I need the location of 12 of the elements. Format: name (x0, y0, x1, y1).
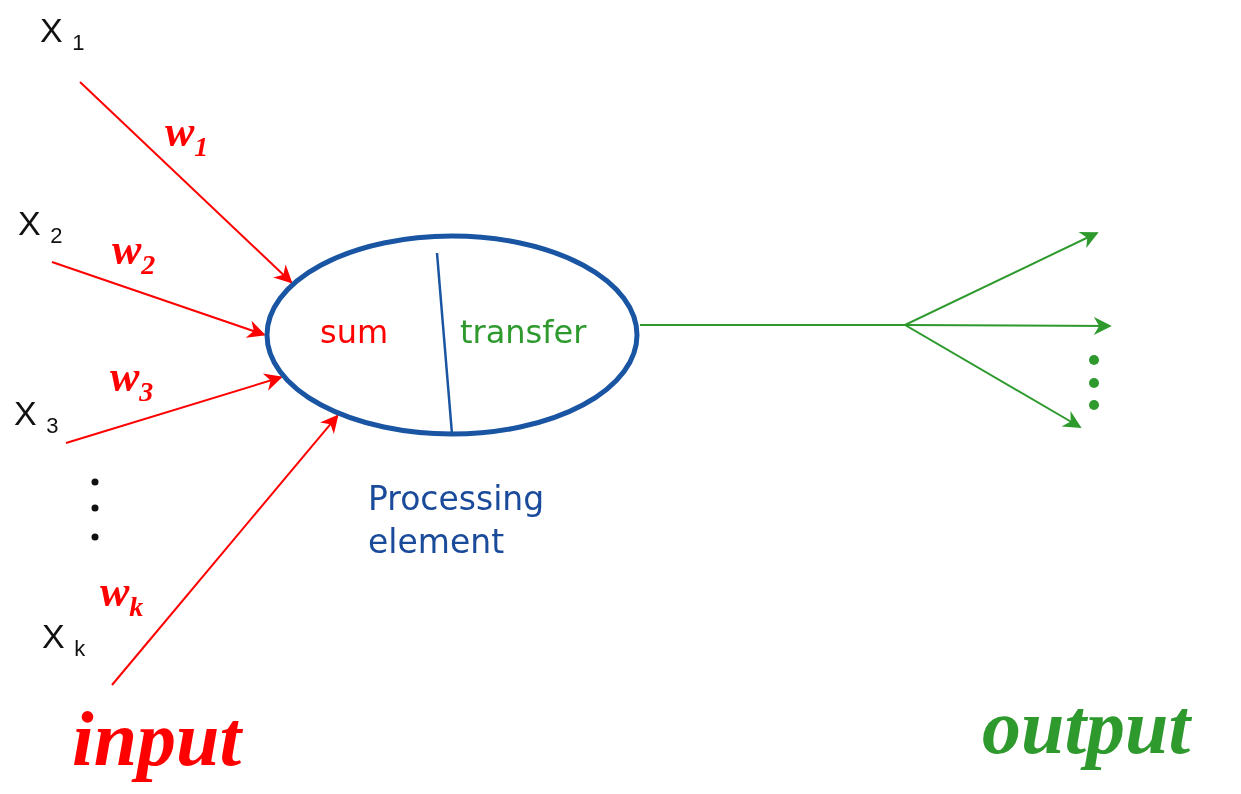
sum-label: sum (320, 315, 389, 351)
input-variable-label: X $_{2}$ (18, 205, 63, 248)
arrow (51, 261, 266, 338)
input-variable-label: X $_{k}$ (42, 618, 86, 661)
arrow (65, 373, 283, 444)
node-label: Processing element (368, 478, 546, 563)
transfer-label: transfer (460, 315, 587, 351)
input-variable-label: X $_{3}$ (14, 395, 59, 438)
arrow (79, 81, 293, 284)
arrow (111, 414, 339, 686)
arrow (639, 324, 1082, 428)
input-variable-label: X $_{1}$ (40, 12, 85, 55)
